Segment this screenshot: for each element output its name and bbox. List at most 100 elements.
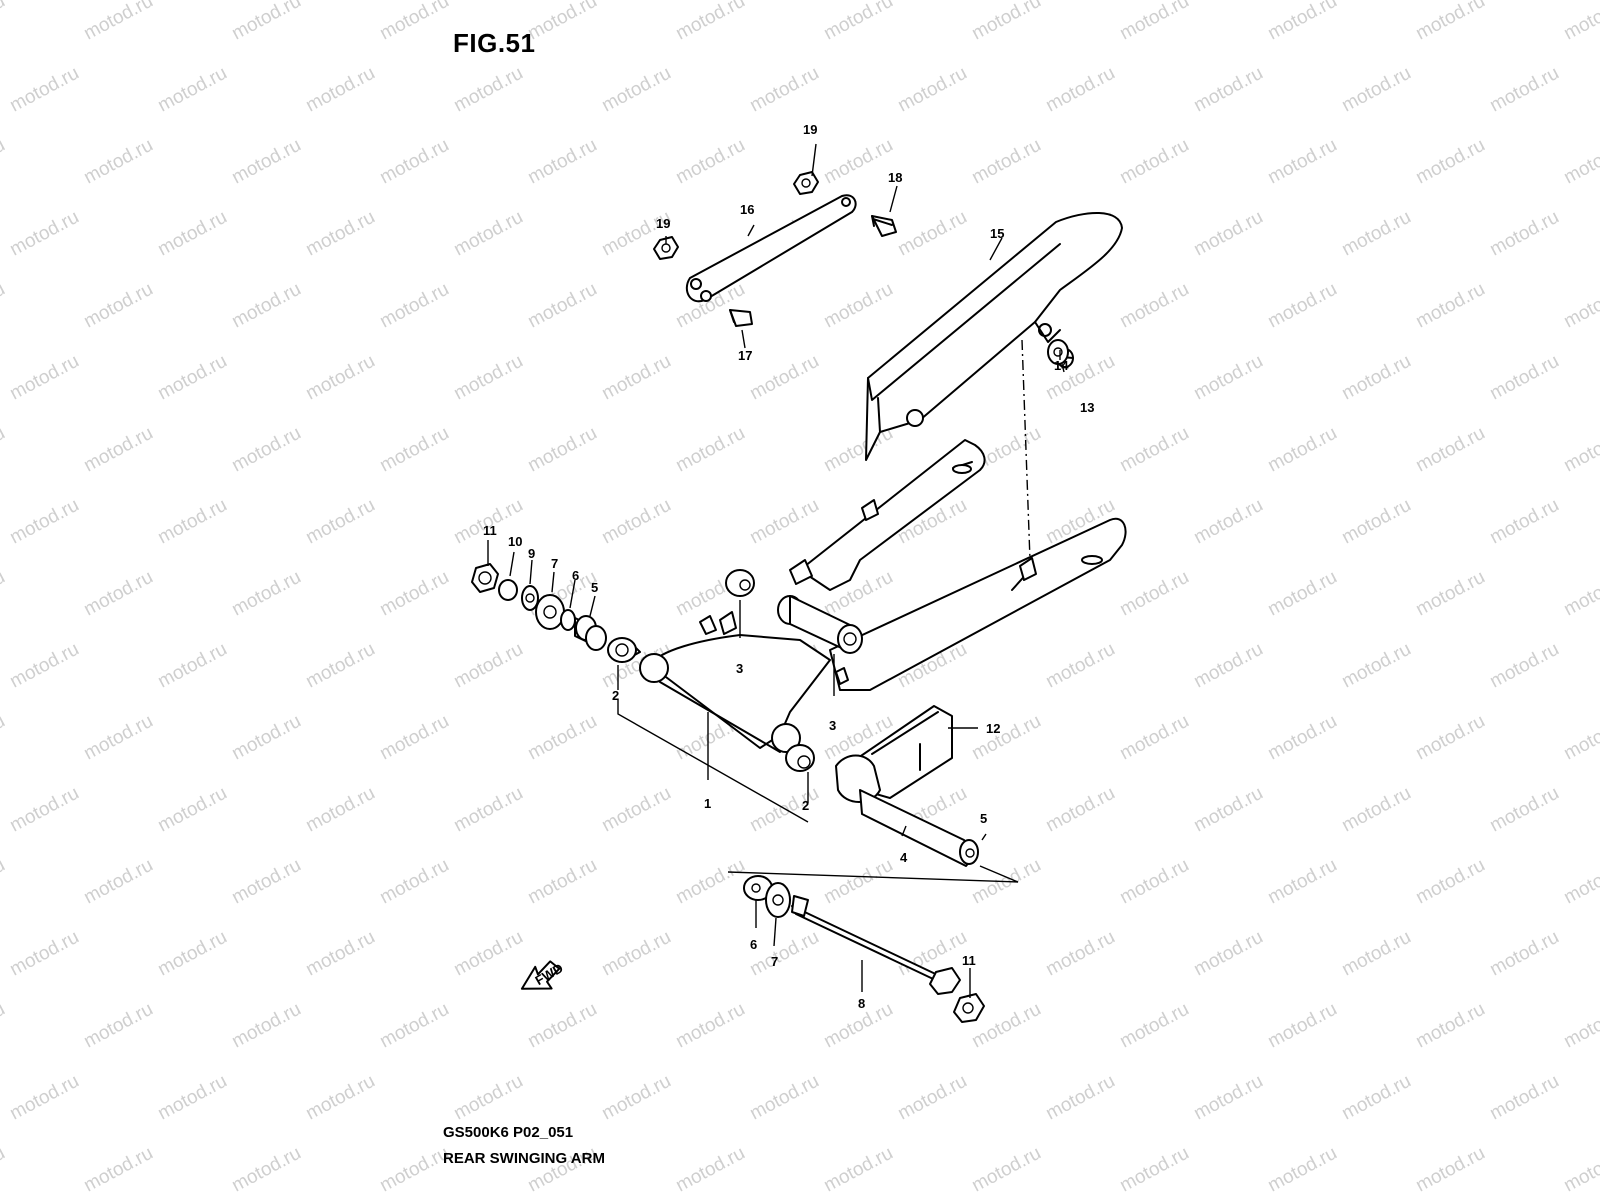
callout-12: 12 bbox=[986, 721, 1000, 736]
watermark-text: motod.ru bbox=[6, 639, 82, 693]
watermark-text: motod.ru bbox=[524, 279, 600, 333]
watermark-text: motod.ru bbox=[1338, 495, 1414, 549]
watermark-text: motod.ru bbox=[820, 1143, 896, 1197]
watermark-text: motod.ru bbox=[450, 927, 526, 981]
watermark-text: motod.ru bbox=[154, 783, 230, 837]
watermark-text: motod.ru bbox=[820, 279, 896, 333]
watermark-text: motod.ru bbox=[1042, 783, 1118, 837]
watermark-text: motod.ru bbox=[524, 135, 600, 189]
callout-2-upper: 2 bbox=[612, 688, 619, 703]
watermark-text: motod.ru bbox=[6, 63, 82, 117]
callout-9: 9 bbox=[528, 546, 535, 561]
watermark-text: motod.ru bbox=[1116, 423, 1192, 477]
watermark-text: motod.ru bbox=[80, 135, 156, 189]
callout-3-left: 3 bbox=[736, 661, 743, 676]
watermark-text: motod.ru bbox=[302, 639, 378, 693]
callout-11-bottom: 11 bbox=[962, 953, 976, 968]
leader-lines bbox=[487, 143, 1065, 998]
watermark-text: motod.ru bbox=[524, 855, 600, 909]
watermark-text: motod.ru bbox=[1486, 783, 1562, 837]
watermark-text: motod.ru bbox=[524, 999, 600, 1053]
watermark-text: motod.ru bbox=[1264, 567, 1340, 621]
watermark-text: motod.ru bbox=[450, 351, 526, 405]
swing-arm-drawing bbox=[639, 439, 1127, 753]
watermark-text: motod.ru bbox=[1190, 351, 1266, 405]
watermark-text: motod.ru bbox=[154, 639, 230, 693]
watermark-text: motod.ru bbox=[968, 1143, 1044, 1197]
watermark-text: motod.ru bbox=[450, 207, 526, 261]
figure-title: FIG.51 bbox=[453, 28, 536, 58]
watermark-text: motod.ru bbox=[302, 63, 378, 117]
watermark-text: motod.ru bbox=[1264, 0, 1340, 44]
watermark-text: motod.ru bbox=[302, 351, 378, 405]
watermark-text: motod.ru bbox=[1338, 207, 1414, 261]
watermark-text: motod.ru bbox=[1486, 1071, 1562, 1125]
watermark-text: motod.ru bbox=[6, 927, 82, 981]
watermark-text: motod.ru bbox=[672, 423, 748, 477]
watermark-text: motod.ru bbox=[894, 63, 970, 117]
watermark-text: motod.ru bbox=[598, 63, 674, 117]
watermark-text: motod.ru bbox=[1338, 351, 1414, 405]
watermark-text: motod.ru bbox=[1486, 63, 1562, 117]
callout-11-left: 11 bbox=[483, 523, 497, 538]
watermark-text: motod.ru bbox=[1042, 1071, 1118, 1125]
watermark-text: motod.ru bbox=[1190, 495, 1266, 549]
watermark-text: motod.ru bbox=[1412, 855, 1488, 909]
watermark-text: motod.ru bbox=[228, 135, 304, 189]
watermark-text: motod.ru bbox=[376, 279, 452, 333]
watermark-text: motod.ru bbox=[1560, 135, 1600, 189]
watermark-text: motod.ru bbox=[1412, 999, 1488, 1053]
watermark-text: motod.ru bbox=[1190, 207, 1266, 261]
watermark-text: motod.ru bbox=[1338, 1071, 1414, 1125]
callout-5-right: 5 bbox=[980, 811, 987, 826]
watermark-text: motod.ru bbox=[0, 855, 9, 909]
callout-5-left: 5 bbox=[591, 580, 598, 595]
callout-4: 4 bbox=[900, 850, 908, 865]
watermark-text: motod.ru bbox=[1190, 927, 1266, 981]
watermark-text: motod.ru bbox=[1486, 639, 1562, 693]
watermark-text: motod.ru bbox=[598, 351, 674, 405]
callout-19-left: 19 bbox=[656, 216, 670, 231]
watermark-text: motod.ru bbox=[1264, 855, 1340, 909]
watermark-text: motod.ru bbox=[1486, 207, 1562, 261]
watermark-text: motod.ru bbox=[1338, 639, 1414, 693]
watermark-text: motod.ru bbox=[376, 855, 452, 909]
watermark-text: motod.ru bbox=[1190, 1071, 1266, 1125]
watermark-text: motod.ru bbox=[1116, 279, 1192, 333]
watermark-text: motod.ru bbox=[80, 999, 156, 1053]
pivot-bolt-drawing bbox=[743, 875, 985, 1023]
watermark-text: motod.ru bbox=[154, 207, 230, 261]
watermark-text: motod.ru bbox=[1116, 855, 1192, 909]
watermark-text: motod.ru bbox=[1560, 423, 1600, 477]
watermark-text: motod.ru bbox=[746, 927, 822, 981]
watermark-text: motod.ru bbox=[672, 135, 748, 189]
callout-2-lower: 2 bbox=[802, 798, 809, 813]
watermark-text: motod.ru bbox=[154, 63, 230, 117]
watermark-text: motod.ru bbox=[228, 711, 304, 765]
watermark-text: motod.ru bbox=[228, 0, 304, 44]
watermark-text: motod.ru bbox=[672, 0, 748, 44]
torque-link-drawing bbox=[653, 171, 1074, 368]
watermark-text: motod.ru bbox=[1116, 999, 1192, 1053]
watermark-text: motod.ru bbox=[1116, 1143, 1192, 1197]
watermark-text: motod.ru bbox=[228, 855, 304, 909]
callout-7-bottom: 7 bbox=[771, 954, 778, 969]
callout-14: 13 bbox=[1080, 400, 1094, 415]
watermark-text: motod.ru bbox=[1338, 63, 1414, 117]
watermark-text: motod.ru bbox=[1042, 639, 1118, 693]
callout-6-left: 6 bbox=[572, 568, 579, 583]
watermark-text: motod.ru bbox=[1190, 639, 1266, 693]
watermark-text: motod.ru bbox=[1338, 783, 1414, 837]
watermark-text: motod.ru bbox=[524, 711, 600, 765]
callout-3-right: 3 bbox=[829, 718, 836, 733]
watermark-text: motod.ru bbox=[1560, 711, 1600, 765]
watermark-text: motod.ru bbox=[6, 207, 82, 261]
watermark-text: motod.ru bbox=[1264, 1143, 1340, 1197]
watermark-text: motod.ru bbox=[1116, 135, 1192, 189]
watermark-text: motod.ru bbox=[1560, 567, 1600, 621]
callout-15: 14 bbox=[1054, 358, 1069, 373]
watermark-text: motod.ru bbox=[1560, 279, 1600, 333]
watermark-text: motod.ru bbox=[894, 1071, 970, 1125]
watermark-text: motod.ru bbox=[1486, 927, 1562, 981]
